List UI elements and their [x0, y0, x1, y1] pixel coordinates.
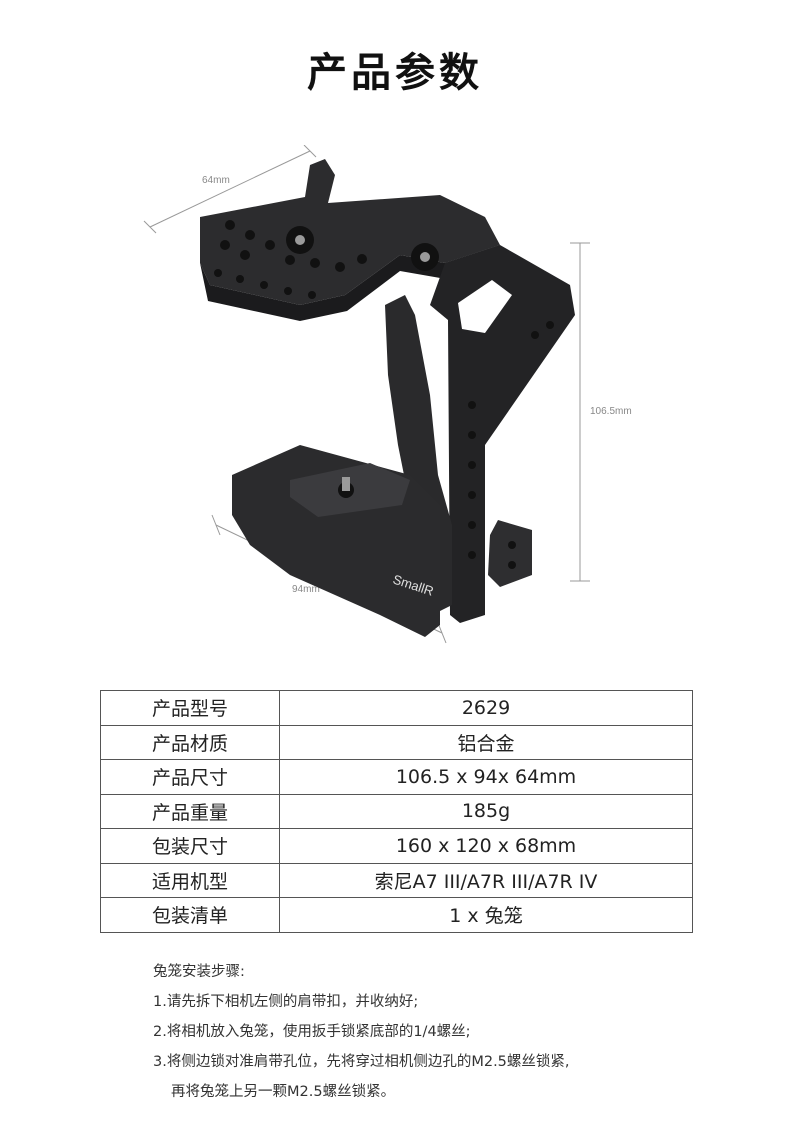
- spec-value: 2629: [279, 690, 693, 726]
- cage-drawing: SmallR: [200, 159, 575, 637]
- spec-value: 160 x 120 x 68mm: [279, 828, 693, 864]
- dimension-depth-label: 94mm: [292, 584, 320, 595]
- step-item: 1.请先拆下相机左侧的肩带扣，并收纳好;: [153, 994, 419, 1010]
- table-row: 产品型号 2629: [100, 690, 693, 726]
- table-row: 产品材质 铝合金: [100, 724, 693, 760]
- spec-label: 产品重量: [100, 793, 280, 829]
- step-item: 再将兔笼上另一颗M2.5螺丝锁紧。: [171, 1084, 396, 1100]
- step-item: 2.将相机放入兔笼，使用扳手锁紧底部的1/4螺丝;: [153, 1024, 471, 1040]
- dimension-width-label: 64mm: [202, 175, 230, 186]
- spec-value: 106.5 x 94x 64mm: [279, 759, 693, 795]
- spec-label: 包装尺寸: [100, 828, 280, 864]
- spec-value: 铝合金: [279, 724, 693, 760]
- install-steps: 兔笼安装步骤: 1.请先拆下相机左侧的肩带扣，并收纳好; 2.将相机放入兔笼，使…: [153, 957, 570, 1107]
- spec-label: 产品材质: [100, 724, 280, 760]
- page-title: 产品参数: [307, 50, 483, 96]
- table-row: 适用机型 索尼A7 III/A7R III/A7R IV: [100, 862, 693, 898]
- spec-table: 产品型号 2629 产品材质 铝合金 产品尺寸 106.5 x 94x 64mm…: [100, 690, 693, 933]
- table-row: 产品尺寸 106.5 x 94x 64mm: [100, 759, 693, 795]
- spec-value: 索尼A7 III/A7R III/A7R IV: [279, 862, 693, 898]
- spec-label: 产品型号: [100, 690, 280, 726]
- table-row: 包装清单 1 x 兔笼: [100, 897, 693, 933]
- spec-value: 185g: [279, 793, 693, 829]
- step-item: 3.将侧边锁对准肩带孔位，先将穿过相机侧边孔的M2.5螺丝锁紧,: [153, 1054, 570, 1070]
- spec-label: 适用机型: [100, 862, 280, 898]
- spec-label: 产品尺寸: [100, 759, 280, 795]
- steps-heading: 兔笼安装步骤:: [153, 964, 245, 980]
- product-figure: 64mm 106.5mm 94mm: [143, 145, 632, 644]
- dimension-height-label: 106.5mm: [590, 406, 632, 417]
- table-row: 包装尺寸 160 x 120 x 68mm: [100, 828, 693, 864]
- spec-label: 包装清单: [100, 897, 280, 933]
- table-row: 产品重量 185g: [100, 793, 693, 829]
- spec-value: 1 x 兔笼: [279, 897, 693, 933]
